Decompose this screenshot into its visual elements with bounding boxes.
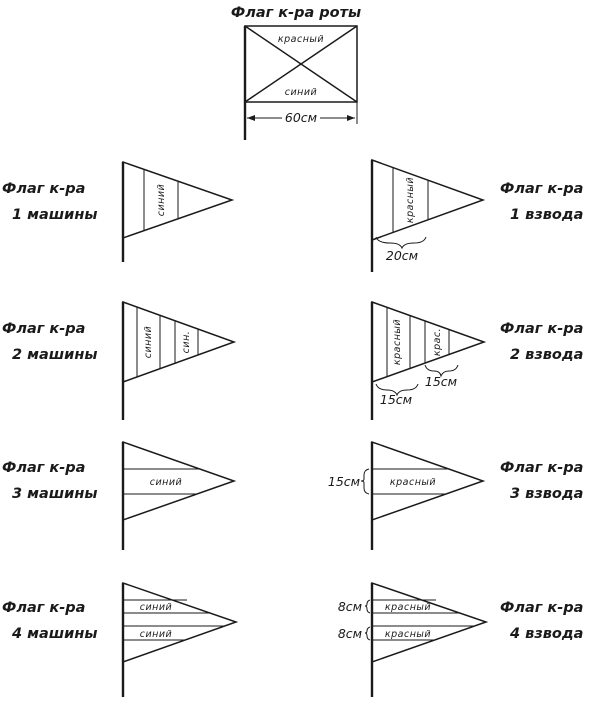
- company-flag-bottom-color: синий: [285, 87, 317, 98]
- company-flag-width: 60см: [285, 110, 317, 125]
- platoon-2-flag: [370, 300, 487, 420]
- vehicle-1-flag: [121, 160, 235, 262]
- vehicle-3-stripe-1: синий: [150, 477, 182, 488]
- platoon-2-label-line1: Флаг к-ра: [500, 321, 583, 337]
- vehicle-1-label-line1: Флаг к-ра: [2, 181, 85, 197]
- platoon-1-stripe-1: красный: [405, 177, 416, 223]
- platoon-4-flag: [364, 581, 489, 697]
- platoon-4-dim-2: 8см: [338, 626, 362, 641]
- platoon-2-stripe-1: красный: [392, 319, 403, 365]
- vehicle-4-stripe-1: синий: [140, 602, 172, 613]
- platoon-3-stripe-1: красный: [390, 477, 436, 488]
- platoon-2-dim-1: 15см: [380, 392, 412, 407]
- platoon-4-stripe-1: красный: [385, 602, 431, 613]
- company-flag: [243, 25, 358, 140]
- platoon-4-label-line2: 4 взвода: [509, 626, 583, 642]
- vehicle-2-flag: [121, 300, 237, 420]
- platoon-1-flag: [370, 158, 486, 272]
- platoon-4-dim-1: 8см: [338, 599, 362, 614]
- vehicle-2-stripe-1: синий: [143, 326, 154, 358]
- company-flag-top-color: красный: [278, 34, 324, 45]
- platoon-4-label-line1: Флаг к-ра: [500, 600, 583, 616]
- vehicle-2-label-line2: 2 машины: [12, 347, 97, 363]
- vehicle-3-flag: [121, 440, 237, 550]
- vehicle-3-label-line1: Флаг к-ра: [2, 460, 85, 476]
- vehicle-4-label-line2: 4 машины: [11, 626, 97, 642]
- platoon-3-label-line2: 3 взвода: [510, 486, 583, 502]
- platoon-2-stripe-2: крас.: [432, 328, 443, 356]
- vehicle-4-flag: [121, 581, 239, 697]
- vehicle-1-stripe-1: синий: [156, 184, 167, 216]
- vehicle-1-label-line2: 1 машины: [12, 207, 97, 223]
- platoon-1-label-line1: Флаг к-ра: [500, 181, 583, 197]
- vehicle-4-stripe-2: синий: [140, 629, 172, 640]
- platoon-3-dim-1: 15см: [328, 474, 360, 489]
- platoon-2-label-line2: 2 взвода: [510, 347, 583, 363]
- platoon-1-dim-1: 20см: [386, 248, 418, 263]
- company-flag-title: Флаг к-ра роты: [231, 5, 361, 21]
- vehicle-2-label-line1: Флаг к-ра: [2, 321, 85, 337]
- platoon-2-dim-2: 15см: [425, 374, 457, 389]
- platoon-4-stripe-2: красный: [385, 629, 431, 640]
- vehicle-4-label-line1: Флаг к-ра: [2, 600, 85, 616]
- platoon-1-label-line2: 1 взвода: [510, 207, 583, 223]
- vehicle-3-label-line2: 3 машины: [12, 486, 97, 502]
- platoon-3-flag: [360, 440, 486, 550]
- platoon-3-label-line1: Флаг к-ра: [500, 460, 583, 476]
- vehicle-2-stripe-2: син.: [181, 331, 192, 354]
